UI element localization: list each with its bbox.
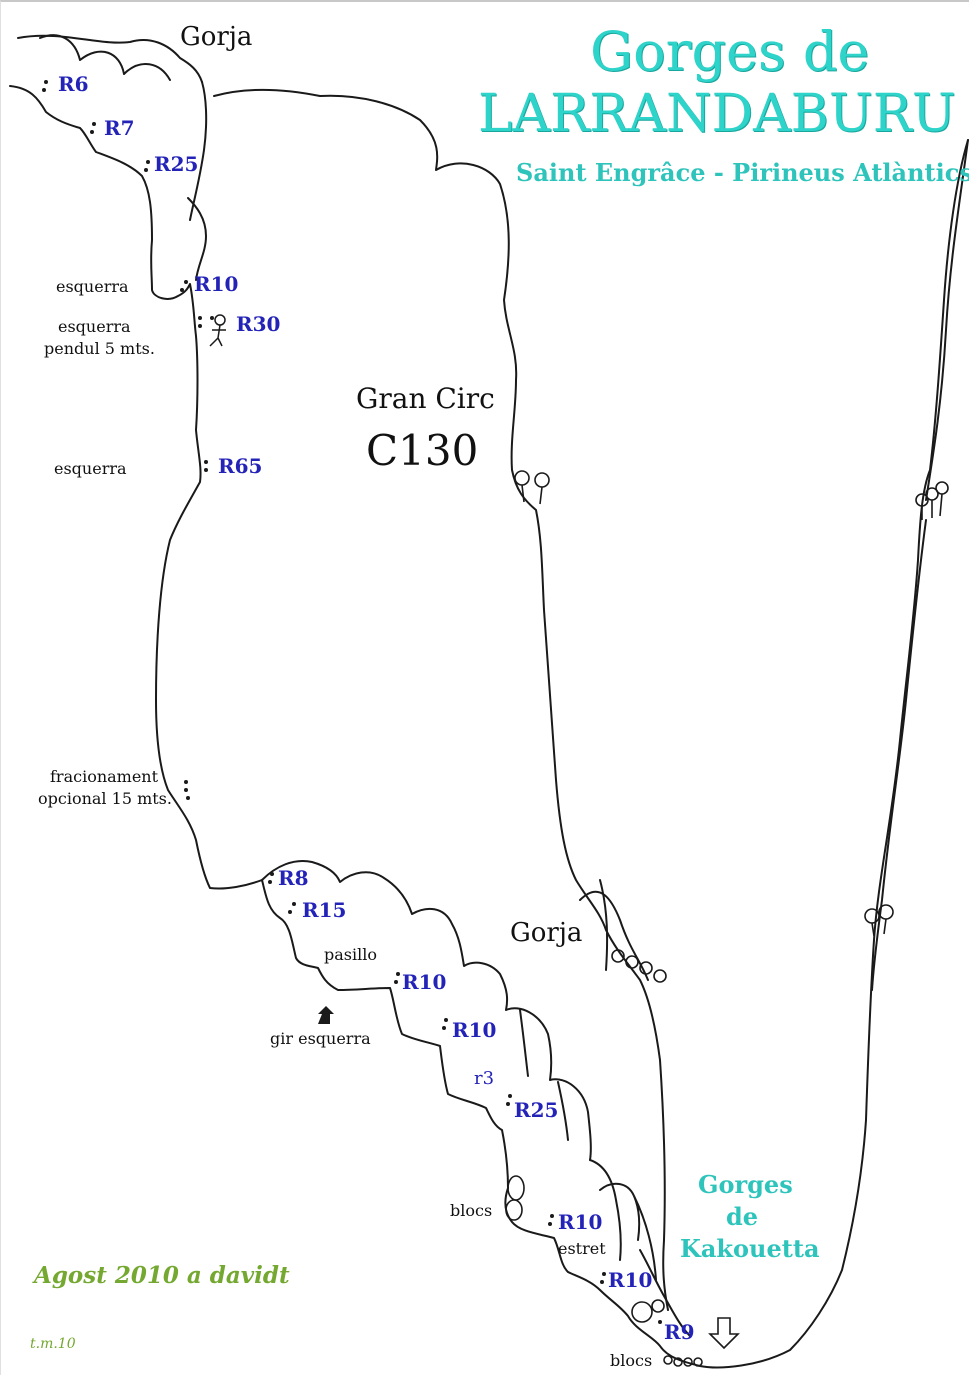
rope-label: R10 — [194, 272, 239, 296]
title-line-1: Gorges de — [590, 20, 870, 83]
note-blocs: blocs — [450, 1201, 493, 1220]
note-opcional: opcional 15 mts. — [38, 789, 172, 808]
subtitle: Saint Engrâce - Pirineus Atlàntics — [516, 158, 969, 187]
author-signature: Agost 2010 a davidt — [34, 1262, 290, 1289]
kakouetta-line-1: Gorges — [698, 1170, 793, 1199]
rope-label: R6 — [58, 72, 89, 96]
anchor-dots-icon — [268, 872, 274, 884]
turn-left-arrow-icon — [318, 1006, 334, 1024]
note-gir-esquerra: gir esquerra — [270, 1029, 371, 1048]
right-cliff — [871, 139, 969, 991]
label-gorja-mid: Gorja — [510, 918, 583, 948]
middle-step-lines — [519, 1009, 622, 1261]
note-pendul: pendul 5 mts. — [44, 339, 155, 358]
rope-label: R9 — [664, 1320, 695, 1344]
down-arrow-icon — [708, 1317, 740, 1350]
note-blocs: blocs — [610, 1351, 653, 1370]
tree-icon — [915, 481, 949, 520]
rock-icon — [505, 1175, 525, 1221]
note-esquerra: esquerra — [54, 459, 127, 478]
rope-label: R10 — [402, 970, 447, 994]
right-mid-wall — [579, 879, 649, 981]
note-pasillo: pasillo — [324, 945, 377, 964]
title-line-2: LARRANDABURU — [478, 84, 956, 144]
lower-gorge-rim — [599, 1182, 691, 1337]
kakouetta-line-2: de — [726, 1202, 759, 1231]
tree-icon — [611, 949, 667, 983]
anchor-dots-icon — [144, 160, 150, 172]
rock-icon — [631, 1299, 665, 1323]
anchor-dots-icon — [394, 972, 400, 984]
label-gran-circ: Gran Circ — [356, 382, 495, 415]
anchor-dots-icon — [180, 280, 188, 292]
rope-label: R25 — [514, 1098, 559, 1122]
note-esquerra-pendul: esquerra — [58, 317, 131, 336]
label-c130: C130 — [366, 426, 479, 475]
gran-circ-rim — [213, 88, 669, 1311]
upper-inner-wall — [187, 81, 208, 281]
canyon-left-profile-upper — [9, 85, 969, 1369]
rope-label: r3 — [474, 1068, 495, 1089]
rim-scallops-top — [39, 34, 171, 81]
rope-label: R65 — [218, 454, 263, 478]
author-tag: t.m.10 — [30, 1336, 76, 1352]
note-esquerra: esquerra — [56, 277, 129, 296]
climber-figure-icon — [209, 314, 226, 347]
tree-icon — [864, 904, 894, 937]
anchor-dots-icon — [90, 122, 96, 134]
rope-label: R25 — [154, 152, 199, 176]
anchor-dots-icon — [198, 316, 214, 328]
rope-label: R10 — [452, 1018, 497, 1042]
anchor-dots-icon — [658, 1320, 662, 1324]
note-estret: estret — [558, 1239, 606, 1258]
middle-gorge-rim — [261, 860, 592, 1161]
anchor-dots-icon — [204, 460, 208, 472]
kakouetta-line-3: Kakouetta — [680, 1234, 820, 1263]
anchor-dots-icon — [288, 902, 296, 914]
anchor-dots-icon — [42, 80, 48, 92]
tree-icon — [514, 470, 550, 505]
rope-label: R10 — [558, 1210, 603, 1234]
rope-label: R30 — [236, 312, 281, 336]
label-gorja-top: Gorja — [180, 22, 253, 52]
rock-icon — [663, 1355, 703, 1367]
anchor-dots-icon — [600, 1272, 606, 1284]
note-fracionament: fracionament — [50, 767, 159, 786]
rope-label: R10 — [608, 1268, 653, 1292]
anchor-dots-icon — [442, 1018, 448, 1030]
rim-top-left — [17, 34, 203, 83]
rope-label: R15 — [302, 898, 347, 922]
rope-label: R7 — [104, 116, 135, 140]
anchor-dots-icon — [184, 780, 190, 800]
anchor-dots-icon — [506, 1094, 512, 1106]
rope-label: R8 — [278, 866, 309, 890]
anchor-dots-icon — [548, 1214, 554, 1226]
